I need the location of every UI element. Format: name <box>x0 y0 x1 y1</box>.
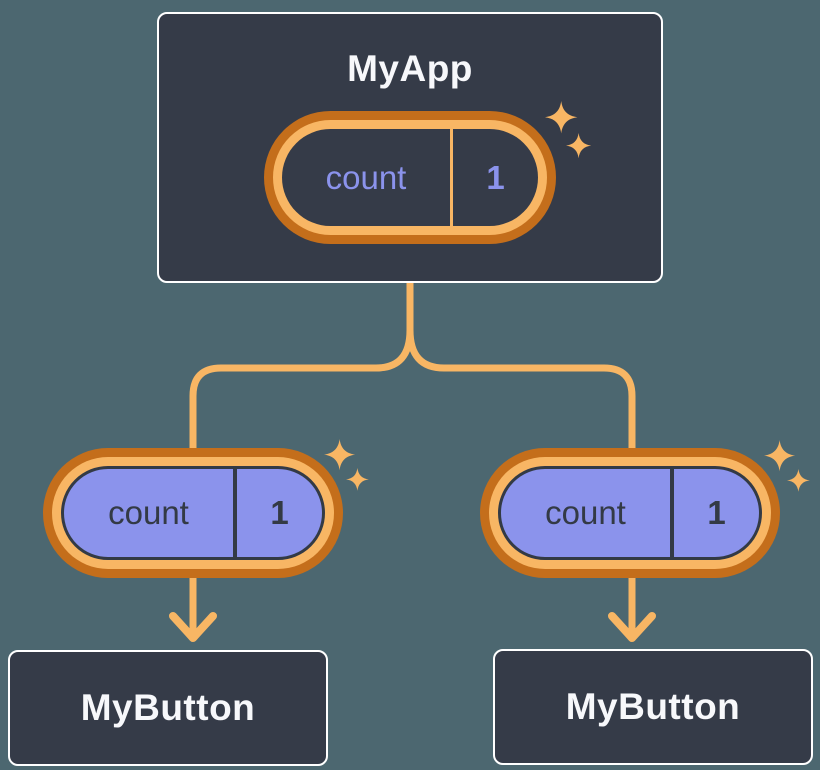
component-node-myapp: MyApp count 1 <box>157 12 663 283</box>
arrowhead-right-icon <box>608 612 656 642</box>
sparkle-icon <box>787 469 810 492</box>
state-pill-ring: count 1 <box>273 120 547 235</box>
state-pill-body: count 1 <box>282 129 538 226</box>
pill-divider <box>670 469 674 557</box>
component-node-mybutton-left: MyButton <box>8 650 328 766</box>
prop-pill-right: count 1 <box>480 448 780 578</box>
pill-divider <box>450 129 453 226</box>
prop-pill-ring: count 1 <box>52 457 334 569</box>
sparkle-icon <box>764 440 796 472</box>
prop-pill-body: count 1 <box>498 466 762 560</box>
arrowhead-left-icon <box>169 612 217 642</box>
sparkle-icon <box>346 468 369 491</box>
component-node-mybutton-right: MyButton <box>493 649 813 765</box>
prop-name: count <box>545 494 626 531</box>
component-title: MyButton <box>80 687 256 728</box>
prop-pill-ring: count 1 <box>489 457 771 569</box>
prop-pill-left: count 1 <box>43 448 343 578</box>
prop-name: count <box>108 494 189 531</box>
state-pill: count 1 <box>264 111 556 244</box>
prop-pill-body: count 1 <box>61 466 325 560</box>
sparkle-icon <box>324 439 356 471</box>
prop-value: 1 <box>707 494 726 531</box>
state-name: count <box>325 158 407 196</box>
component-title: MyButton <box>565 686 741 727</box>
component-title: MyApp <box>347 48 473 89</box>
state-value: 1 <box>486 158 505 196</box>
prop-value: 1 <box>270 494 289 531</box>
